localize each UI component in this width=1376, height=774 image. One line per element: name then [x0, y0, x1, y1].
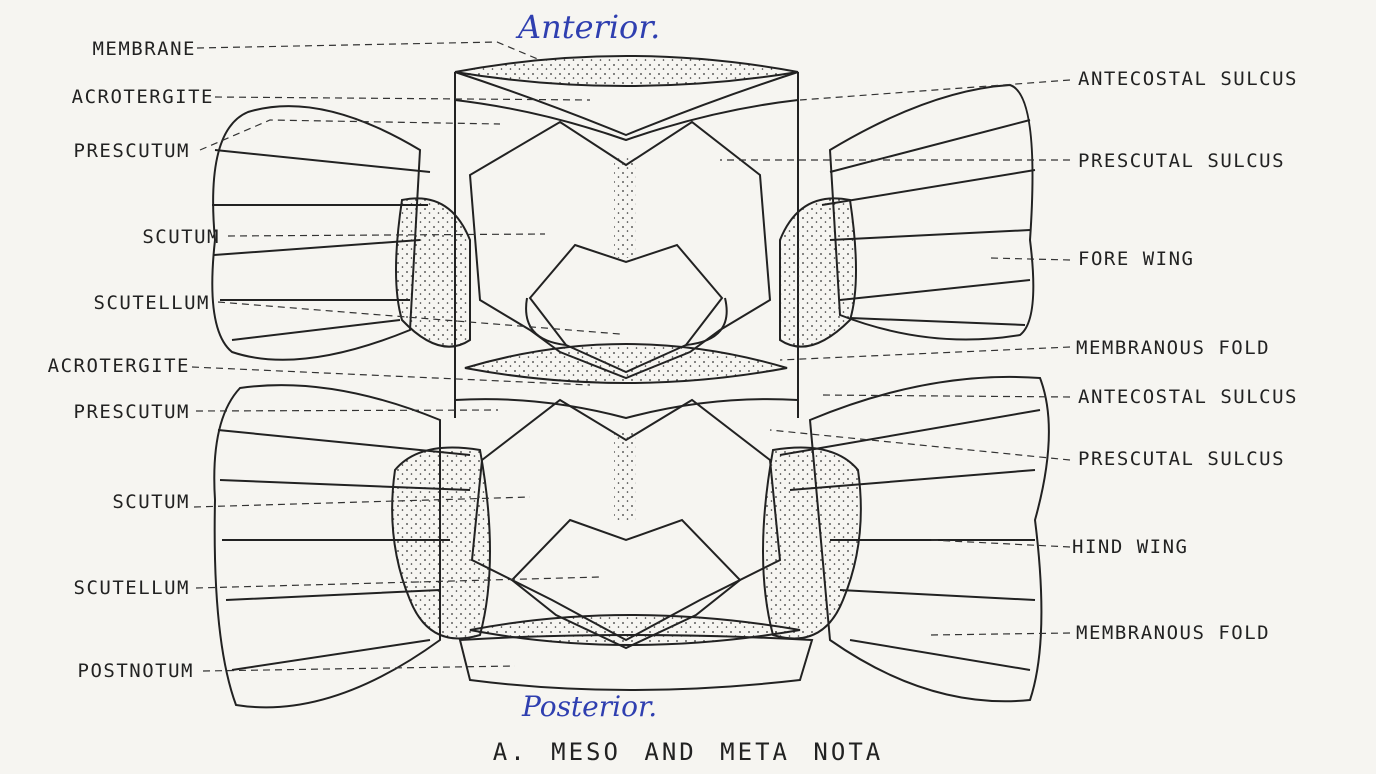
label-membranous-fold-meso: MEMBRANOUS FOLD [1076, 337, 1270, 359]
figure-caption: A. MESO AND META NOTA [0, 738, 1376, 766]
membrane-top [455, 56, 798, 86]
label-postnotum: POSTNOTUM [4, 660, 194, 682]
label-prescutal-sulcus-meta: PRESCUTAL SULCUS [1078, 448, 1285, 470]
label-prescutum-meta: PRESCUTUM [0, 401, 190, 423]
anterior-label: Anterior. [518, 8, 660, 46]
label-prescutum-meso: PRESCUTUM [0, 140, 190, 162]
label-scutum-meta: SCUTUM [0, 491, 190, 513]
label-antecostal-sulcus-meso: ANTECOSTAL SULCUS [1078, 68, 1298, 90]
label-acrotergite-meta: ACROTERGITE [0, 355, 190, 377]
posterior-label: Posterior. [522, 690, 657, 723]
label-scutum-meso: SCUTUM [30, 226, 220, 248]
label-membrane: MEMBRANE [6, 38, 196, 60]
label-acrotergite-meso: ACROTERGITE [24, 86, 214, 108]
label-antecostal-sulcus-meta: ANTECOSTAL SULCUS [1078, 386, 1298, 408]
label-prescutal-sulcus-meso: PRESCUTAL SULCUS [1078, 150, 1285, 172]
label-hind-wing: HIND WING [1072, 536, 1188, 558]
label-scutellum-meso: SCUTELLUM [20, 292, 210, 314]
label-fore-wing: FORE WING [1078, 248, 1194, 270]
label-membranous-fold-meta: MEMBRANOUS FOLD [1076, 622, 1270, 644]
label-scutellum-meta: SCUTELLUM [0, 577, 190, 599]
fore-wing-right [830, 85, 1033, 340]
